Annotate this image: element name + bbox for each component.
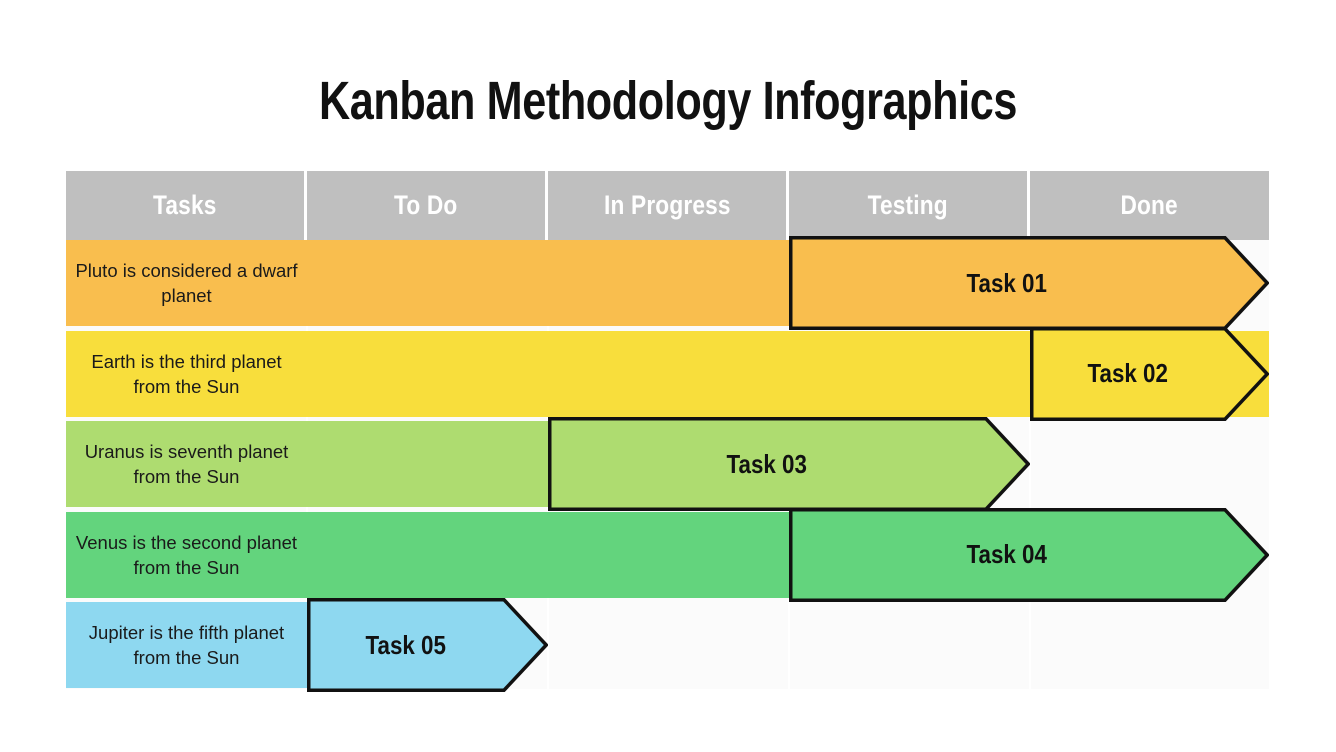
column-header-tasks[interactable]: Tasks (66, 171, 307, 240)
arrow-shape-icon (307, 598, 548, 692)
column-header-label: In Progress (603, 190, 731, 220)
task-arrow-task-05[interactable]: Task 05 (307, 598, 548, 692)
column-header-in-progress[interactable]: In Progress (548, 171, 789, 240)
column-header-label: Testing (867, 190, 949, 220)
task-row[interactable]: Uranus is seventh planet from the Sun Tas… (66, 417, 1269, 511)
board-header-row: Tasks To Do In Progress Testing Done (66, 171, 1269, 240)
task-arrow-task-02[interactable]: Task 02 (1030, 326, 1269, 421)
column-header-to-do[interactable]: To Do (307, 171, 548, 240)
column-separator (1029, 240, 1031, 689)
task-description: Jupiter is the fifth planet from the Sun (88, 622, 285, 668)
task-description: Earth is the third planet from the Sun (91, 350, 282, 397)
task-row[interactable]: Pluto is considered a dwarf planet Task 0… (66, 236, 1269, 330)
page-title: Kanban Methodology Infographics (319, 71, 1017, 131)
task-description: Venus is the second planet from the Sun (75, 531, 298, 578)
arrow-shape-icon (789, 507, 1269, 602)
arrow-shape-icon (1030, 326, 1269, 421)
task-description: Pluto is considered a dwarf planet (75, 260, 298, 306)
task-row[interactable]: Venus is the second planet from the Sun T… (66, 507, 1269, 602)
task-arrow-task-03[interactable]: Task 03 (548, 417, 1030, 511)
task-progress-bar (66, 602, 307, 688)
task-row[interactable]: Jupiter is the fifth planet from the Sun… (66, 598, 1269, 692)
arrow-shape-icon (789, 236, 1269, 330)
task-description: Uranus is seventh planet from the Sun (84, 441, 289, 487)
arrow-shape-icon (548, 417, 1030, 511)
column-header-testing[interactable]: Testing (789, 171, 1030, 240)
task-row[interactable]: Earth is the third planet from the Sun Ta… (66, 326, 1269, 421)
column-header-label: Done (1120, 190, 1179, 220)
column-header-label: Tasks (153, 190, 217, 220)
kanban-board: Tasks To Do In Progress Testing Done Pluto i… (66, 171, 1269, 692)
task-arrow-task-04[interactable]: Task 04 (789, 507, 1269, 602)
column-header-done[interactable]: Done (1030, 171, 1269, 240)
task-arrow-task-01[interactable]: Task 01 (789, 236, 1269, 330)
column-header-label: To Do (394, 190, 458, 220)
